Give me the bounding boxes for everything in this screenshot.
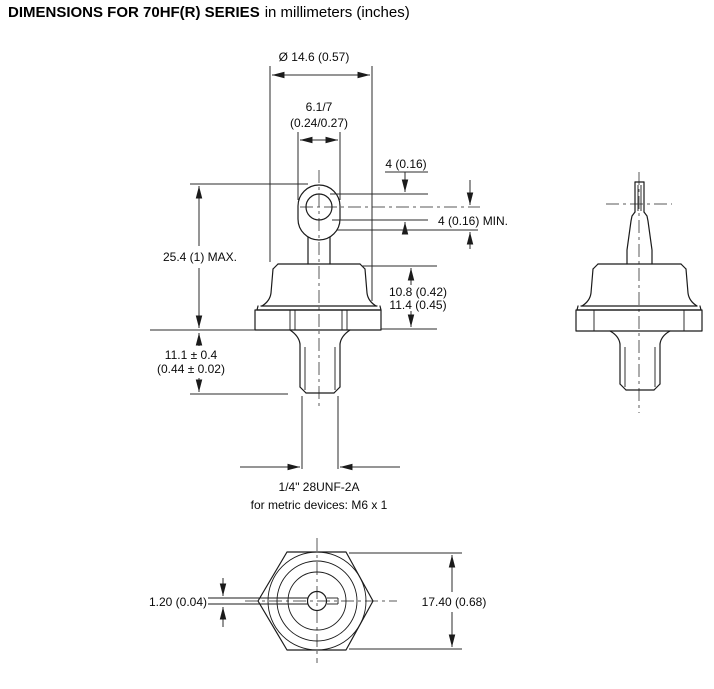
dim-thread-spec: 1/4" 28UNF-2A bbox=[279, 480, 360, 494]
title-units: in millimeters (inches) bbox=[264, 4, 410, 21]
side-view-body bbox=[575, 181, 703, 391]
tab-hole bbox=[305, 193, 333, 221]
threaded-stud bbox=[289, 329, 351, 394]
front-view-dimensions bbox=[150, 66, 478, 471]
dim-hex-across-flats: 17.40 (0.68) bbox=[422, 595, 487, 609]
dim-stud-length-in: (0.44 ± 0.02) bbox=[157, 362, 225, 376]
dim-hole-center-to-edge: 4 (0.16) MIN. bbox=[438, 214, 508, 228]
side-case-dome bbox=[581, 263, 698, 307]
dim-stud-length-mm: 11.1 ± 0.4 bbox=[165, 348, 218, 362]
case-dome bbox=[261, 263, 377, 307]
side-tab bbox=[634, 181, 645, 213]
bottom-hexagon bbox=[257, 551, 374, 651]
dim-overall-height: 25.4 (1) MAX. bbox=[163, 250, 237, 264]
centerlines bbox=[245, 170, 672, 663]
hex-flange bbox=[254, 309, 382, 331]
bottom-view-body bbox=[208, 551, 374, 651]
dimension-labels: Ø 14.6 (0.57) 6.1/7 (0.24/0.27) 4 (0.16)… bbox=[149, 50, 508, 609]
terminal-tab bbox=[297, 184, 341, 241]
dim-thread-metric: for metric devices: M6 x 1 bbox=[251, 498, 388, 512]
side-hex-flange bbox=[575, 309, 703, 332]
dim-tab-thickness: 1.20 (0.04) bbox=[149, 595, 207, 609]
dim-tab-width-mm: 6.1/7 bbox=[306, 100, 333, 114]
dim-tab-width-in: (0.24/0.27) bbox=[290, 116, 348, 130]
dim-case-height-2: 11.4 (0.45) bbox=[389, 298, 446, 312]
bottom-stud-hole bbox=[306, 590, 328, 612]
title-series: DIMENSIONS FOR 70HF(R) SERIES bbox=[8, 4, 260, 21]
bottom-view-dimensions bbox=[219, 552, 462, 650]
dim-case-height-1: 10.8 (0.42) bbox=[389, 285, 447, 299]
tab-slot bbox=[208, 597, 339, 605]
dim-case-diameter: Ø 14.6 (0.57) bbox=[279, 50, 350, 64]
front-view-body bbox=[254, 184, 382, 394]
dim-hole-diameter: 4 (0.16) bbox=[385, 157, 426, 171]
side-threaded-stud bbox=[609, 330, 671, 391]
